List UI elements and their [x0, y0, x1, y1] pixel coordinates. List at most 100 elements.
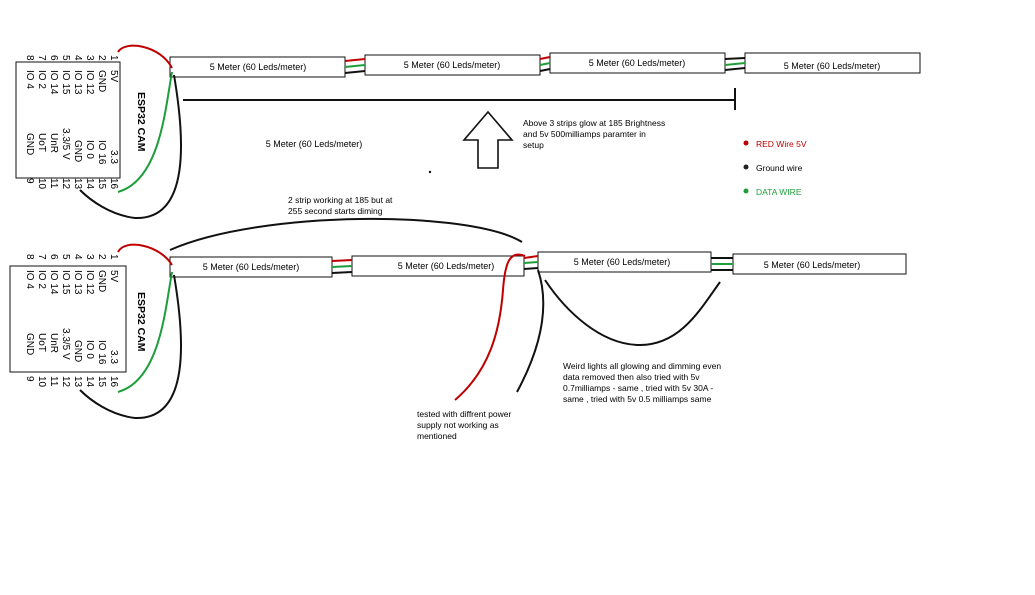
esp32-board-outline [15, 61, 121, 179]
row2-note-weird-line1: Weird lights all glowing and dimming eve… [563, 361, 721, 371]
esp32-1-pin-io0: IO 0 [84, 140, 95, 159]
esp32-2-pin-io15: IO 15 [60, 270, 71, 295]
esp32-2-num-12: 12 [60, 376, 71, 388]
esp32-2-pin-3v3: 3.3 [108, 350, 119, 364]
esp32-pins-1: IO 4 IO 2 IO 14 IO 15 IO 13 IO 12 GND 5V… [24, 55, 147, 190]
esp32-2-pin-gnd3: GND [72, 340, 83, 362]
esp32-1-num-5: 5 [60, 55, 71, 61]
esp32-2-num-14: 14 [84, 376, 95, 388]
legend-green-label: DATA WIRE [756, 187, 802, 197]
esp32-2-pin-io2: IO 2 [36, 270, 47, 289]
esp32-2-num-5: 5 [60, 254, 71, 260]
esp32-2-pin-io0: IO 0 [84, 340, 95, 359]
esp32-1-pin-io2: IO 2 [36, 70, 47, 89]
esp32-1-num-3: 3 [84, 55, 95, 61]
esp32-1-pin-3v3: 3.3 [108, 150, 119, 164]
esp32-1-pin-io15: IO 15 [60, 70, 71, 95]
row1-note-line2: and 5v 500milliamps paramter in [523, 129, 646, 139]
esp32-1-num-15: 15 [96, 178, 107, 190]
esp32-1-num-2: 2 [96, 55, 107, 61]
row1-note-line1: Above 3 strips glow at 185 Brightness [523, 118, 665, 128]
esp32-1-num-12: 12 [60, 178, 71, 190]
esp32-1-pin-unr: UnR [48, 133, 59, 153]
row2-strip-2-label: 5 Meter (60 Leds/meter) [398, 261, 495, 271]
row2-strip-1-label: 5 Meter (60 Leds/meter) [203, 262, 300, 272]
esp32-1-pin-5v: 5V [108, 70, 119, 83]
esp32-2-pin-uot: UoT [36, 333, 47, 352]
esp32-board-outline-2 [9, 265, 127, 373]
esp32-1-pin-io16: IO 16 [96, 140, 107, 165]
esp32-2-num-3: 3 [84, 254, 95, 260]
esp32-2-num-16: 16 [108, 376, 119, 388]
esp32-1-num-11: 11 [48, 178, 59, 189]
row2-note-weird-line3: 0.7milliamps - same , tried with 5v 30A … [563, 383, 713, 393]
esp32-1-num-1: 1 [108, 55, 119, 61]
row1-strip-3-label: 5 Meter (60 Leds/meter) [589, 58, 686, 68]
row2-note-top-line2: 255 second starts diming [288, 206, 383, 216]
row2-note-supply-line1: tested with diffrent power [417, 409, 512, 419]
row1-strip-4-label: 5 Meter (60 Leds/meter) [784, 61, 881, 71]
esp32-2-pin-3v3-5v: 3.3/5 V [60, 328, 71, 360]
esp32-2-num-15: 15 [96, 376, 107, 388]
esp32-1-pin-gnd3: GND [72, 140, 83, 162]
esp32-2-pin-io12: IO 12 [84, 270, 95, 295]
row1-strips: 5 Meter (60 Leds/meter) 5 Meter (60 Leds… [169, 52, 921, 78]
row1-stray-strip-label: 5 Meter (60 Leds/meter) [266, 139, 363, 149]
esp32-1-pin-gnd2: GND [24, 133, 35, 155]
esp32-1-num-7: 7 [36, 55, 47, 61]
esp32-2-num-1: 1 [108, 254, 119, 260]
row1-strip-2-label: 5 Meter (60 Leds/meter) [404, 60, 501, 70]
esp32-1-pin-io12: IO 12 [84, 70, 95, 95]
esp32-1-pin-io4: IO 4 [24, 70, 35, 89]
esp32-1-title: ESP32 CAM [135, 92, 147, 152]
esp32-1-num-14: 14 [84, 178, 95, 190]
legend-black-label: Ground wire [756, 163, 803, 173]
esp32-2-pin-io13: IO 13 [72, 270, 83, 295]
row1-connectors [344, 56, 746, 74]
esp32-module-2 [9, 265, 127, 373]
row2-note-weird-line4: same , tried with 5v 0.5 milliamps same [563, 394, 712, 404]
esp32-1-num-16: 16 [108, 178, 119, 190]
esp32-2-pin-gnd2: GND [24, 333, 35, 355]
esp32-1-pin-io14: IO 14 [48, 70, 59, 95]
row1-strip-1-label: 5 Meter (60 Leds/meter) [210, 62, 307, 72]
esp32-module-1 [15, 61, 121, 179]
esp32-1-pin-3v3-5v: 3.3/5 V [60, 128, 71, 160]
row2-connectors [331, 255, 733, 274]
row1-note-line3: setup [523, 140, 544, 150]
legend-black-dot [743, 164, 749, 170]
row1-esp-wires [79, 44, 182, 220]
esp32-1-num-6: 6 [48, 55, 59, 61]
esp32-1-num-13: 13 [72, 178, 83, 190]
esp32-2-pin-io4: IO 4 [24, 270, 35, 289]
row2-note-supply-line2: supply not working as [417, 420, 499, 430]
row2-strip-4-label: 5 Meter (60 Leds/meter) [764, 260, 861, 270]
legend-red-dot [743, 140, 749, 146]
esp32-1-num-9: 9 [24, 178, 35, 184]
esp32-2-num-13: 13 [72, 376, 83, 388]
esp32-2-pin-io16: IO 16 [96, 340, 107, 365]
row2-note-top-line1: 2 strip working at 185 but at [288, 195, 393, 205]
esp32-1-pin-uot: UoT [36, 133, 47, 152]
esp32-2-num-8: 8 [24, 254, 35, 260]
esp32-2-num-4: 4 [72, 254, 83, 260]
legend-green-dot [743, 188, 749, 194]
legend-red-label: RED Wire 5V [756, 139, 807, 149]
esp32-2-num-11: 11 [48, 376, 59, 387]
row2-strips: 5 Meter (60 Leds/meter) 5 Meter (60 Leds… [169, 251, 907, 278]
esp32-2-pin-io14: IO 14 [48, 270, 59, 295]
legend: RED Wire 5V Ground wire DATA WIRE [743, 139, 807, 197]
row1-annotation-graphics [183, 88, 736, 174]
esp32-2-pin-gnd: GND [96, 270, 107, 292]
esp32-2-num-6: 6 [48, 254, 59, 260]
row2-note-supply-line3: mentioned [417, 431, 457, 441]
row2-strip-3-label: 5 Meter (60 Leds/meter) [574, 257, 671, 267]
esp32-1-pin-gnd: GND [96, 70, 107, 92]
esp32-2-num-7: 7 [36, 254, 47, 260]
esp32-1-num-4: 4 [72, 55, 83, 61]
row2-esp-wires [79, 217, 721, 420]
esp32-2-num-10: 10 [36, 376, 47, 388]
esp32-2-num-9: 9 [24, 376, 35, 382]
esp32-1-num-8: 8 [24, 55, 35, 61]
